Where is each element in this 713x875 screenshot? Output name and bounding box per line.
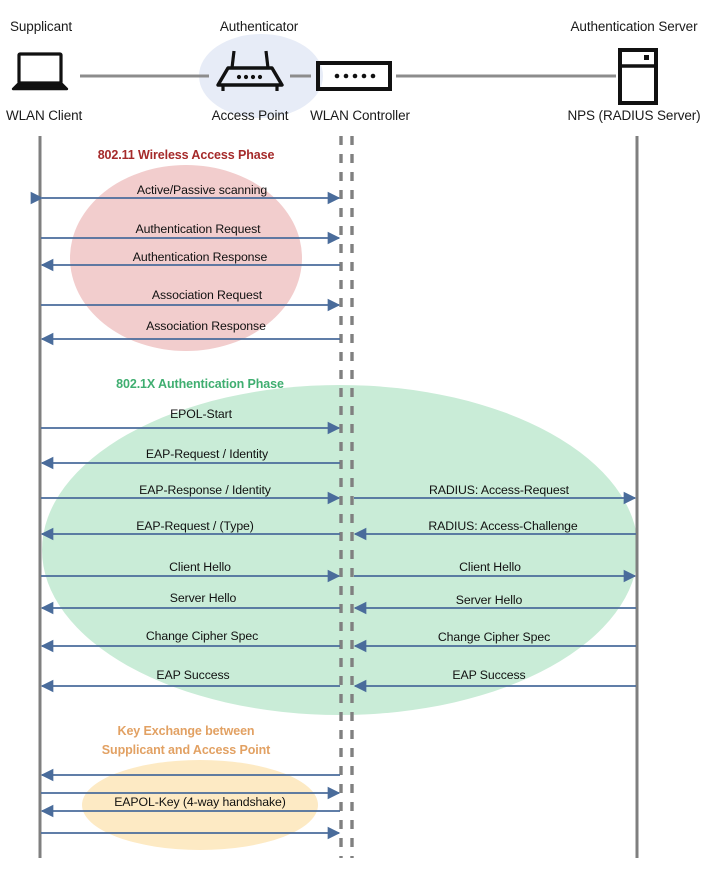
- phase-label-key-exchange-line2: Supplicant and Access Point: [101, 743, 271, 757]
- msg-label-association-request: Association Request: [151, 288, 263, 302]
- server-icon: [618, 48, 658, 105]
- actor-device-nps-radius-server: NPS (RADIUS Server): [567, 108, 701, 123]
- message-arrows-dot1x-left: [40, 421, 341, 693]
- actor-role-authentication-server: Authentication Server: [570, 19, 698, 34]
- msg-label-eap-request-type: EAP-Request / (Type): [136, 519, 254, 533]
- msg-label-radius-access-request: RADIUS: Access-Request: [429, 483, 569, 497]
- msg-label-eap-success-left: EAP Success: [156, 668, 230, 682]
- msg-label-eapol-key-handshake: EAPOL-Key (4-way handshake): [114, 795, 286, 809]
- msg-label-server-hello-left: Server Hello: [169, 591, 237, 605]
- actor-device-wlan-client: WLAN Client: [6, 108, 83, 123]
- message-arrows-key-exchange: [40, 768, 341, 840]
- msg-label-change-cipher-spec-left: Change Cipher Spec: [145, 629, 259, 643]
- msg-label-radius-access-challenge: RADIUS: Access-Challenge: [428, 519, 578, 533]
- msg-label-eap-request-identity: EAP-Request / Identity: [145, 447, 269, 461]
- msg-label-client-hello-right: Client Hello: [459, 560, 521, 574]
- lifeline-group: [38, 136, 639, 858]
- actor-role-authenticator: Authenticator: [219, 19, 299, 34]
- laptop-icon: [11, 52, 69, 91]
- msg-label-server-hello-right: Server Hello: [455, 593, 523, 607]
- actor-role-supplicant: Supplicant: [10, 19, 73, 34]
- message-arrows-wireless-access: [30, 191, 341, 346]
- phase-label-wireless-access: 802.11 Wireless Access Phase: [97, 148, 275, 162]
- actor-device-wlan-controller: WLAN Controller: [310, 108, 410, 123]
- msg-label-association-response: Association Response: [146, 319, 266, 333]
- wlan-controller-icon: [316, 61, 392, 91]
- msg-label-eap-response-identity: EAP-Response / Identity: [139, 483, 271, 497]
- message-arrows-radius-right: [353, 491, 637, 693]
- msg-label-change-cipher-spec-right: Change Cipher Spec: [437, 630, 551, 644]
- actor-device-access-point: Access Point: [211, 108, 289, 123]
- msg-label-authentication-response: Authentication Response: [132, 250, 268, 264]
- msg-label-active-passive-scanning: Active/Passive scanning: [136, 183, 268, 197]
- phase-label-dot1x-auth: 802.1X Authentication Phase: [116, 377, 284, 391]
- msg-label-client-hello-left: Client Hello: [169, 560, 231, 574]
- access-point-icon: [216, 50, 284, 91]
- msg-label-authentication-request: Authentication Request: [135, 222, 261, 236]
- msg-label-eap-success-right: EAP Success: [452, 668, 526, 682]
- msg-label-epol-start: EPOL-Start: [170, 407, 232, 421]
- phase-label-key-exchange-line1: Key Exchange between: [117, 724, 255, 738]
